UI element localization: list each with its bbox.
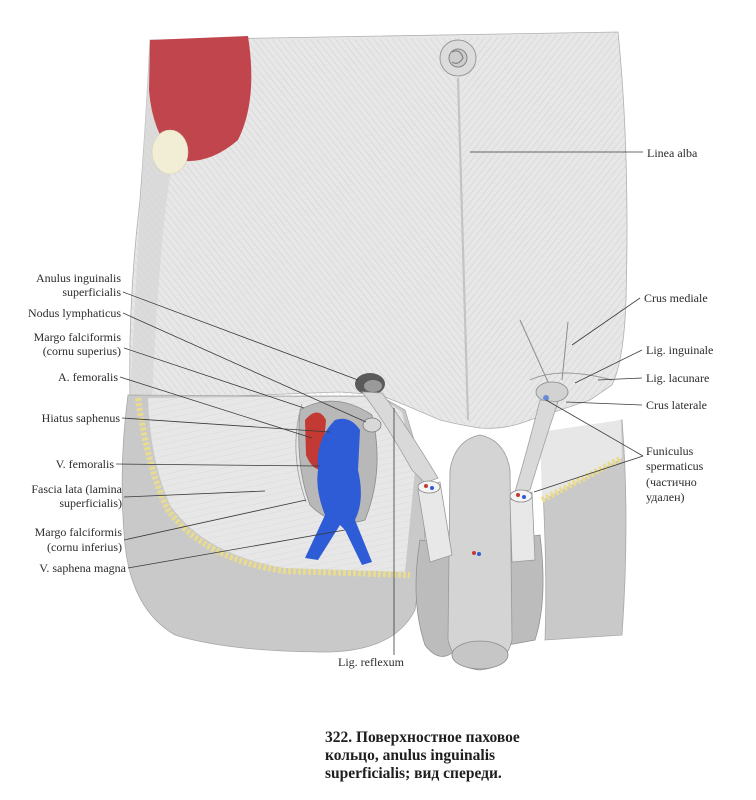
leader-funiculus-lower	[533, 455, 644, 493]
label-fascia-lata-line1: Fascia lata (lamina	[31, 482, 122, 496]
label-margo-falciformis-superius-line1: Margo falciformis	[34, 330, 122, 344]
right-inguinal-ring	[535, 381, 569, 403]
femoral-vein	[305, 418, 372, 565]
scrotum-right	[507, 534, 544, 646]
spermatic-cord-left-upper	[361, 391, 439, 484]
label-margo-falciformis-superius-line2: (cornu superius)	[43, 344, 121, 358]
abdominal-wall	[129, 31, 628, 429]
caption-line2: кольцо, anulus inguinalis	[325, 747, 495, 764]
label-funiculus-line1: Funiculus	[646, 444, 694, 458]
leader-crus-laterale	[565, 401, 643, 406]
label-margo-falciformis-inferius-line2: (cornu inferius)	[47, 540, 122, 554]
caption-line1: 322. Поверхностное паховое	[325, 729, 520, 746]
label-lig-lacunare: Lig. lacunare	[646, 371, 709, 385]
inguinal-ligament-curve	[529, 372, 613, 381]
labels-left: Anulus inguinalis superficialis Nodus ly…	[28, 271, 127, 575]
label-crus-laterale: Crus laterale	[646, 398, 707, 412]
leader-lines	[115, 151, 644, 655]
inguinal-crura	[519, 319, 613, 403]
ring-inner	[364, 380, 382, 392]
cord-left-cut-end	[417, 480, 441, 494]
crus-lateral-fiber	[561, 321, 569, 381]
label-lig-inguinale: Lig. inguinale	[646, 343, 713, 357]
label-lig-reflexum: Lig. reflexum	[338, 655, 405, 669]
leader-v-femoralis	[115, 463, 321, 467]
leader-margo-falciformis-superius	[123, 347, 305, 409]
external-oblique-muscle	[149, 36, 252, 162]
spermatic-cord-right-upper	[514, 399, 559, 493]
spermatic-cord-right-cut	[509, 491, 536, 563]
label-anulus-inguinalis-line2: superficialis	[62, 285, 121, 299]
fat-border-right	[540, 455, 624, 503]
muscle-tendon	[151, 129, 189, 175]
leader-lig-lacunare	[597, 377, 643, 381]
leader-funiculus-upper	[545, 399, 644, 457]
cord-right-cut-end	[509, 489, 533, 503]
leader-a-femoralis	[119, 376, 313, 439]
glans	[451, 640, 509, 670]
cord-left-vein	[430, 486, 434, 490]
right-thigh	[539, 419, 627, 641]
left-thigh	[121, 373, 426, 653]
label-v-femoralis: V. femoralis	[56, 457, 115, 471]
label-hiatus-saphenus: Hiatus saphenus	[42, 411, 121, 425]
crus-mediale-fiber	[519, 319, 549, 383]
linea-alba-line	[456, 77, 470, 421]
cord-right-artery	[516, 493, 520, 497]
leader-crus-mediale	[571, 297, 641, 346]
caption-line3: superficialis; вид спереди.	[325, 765, 502, 782]
label-margo-falciformis-inferius-line1: Margo falciformis	[35, 525, 123, 539]
leader-anulus-inguinalis	[122, 291, 359, 381]
external-genitalia	[361, 391, 559, 671]
fat-border-left	[135, 397, 411, 578]
umbilicus-fold	[451, 50, 464, 64]
leader-nodus-lymphaticus	[122, 312, 367, 423]
abdomen-fibers-right	[458, 32, 627, 429]
label-anulus-inguinalis-line1: Anulus inguinalis	[36, 271, 121, 285]
leader-v-saphena-magna	[127, 529, 346, 569]
figure-caption: 322. Поверхностное паховое кольцо, anulu…	[325, 729, 520, 782]
label-funiculus-line4: удален)	[646, 490, 685, 504]
label-a-femoralis: A. femoralis	[58, 370, 118, 384]
labels-right: Linea alba Crus mediale Lig. inguinale L…	[338, 146, 713, 669]
fascia-lata-right	[540, 420, 622, 500]
midline-vessel-blue	[477, 552, 481, 556]
label-linea-alba: Linea alba	[647, 146, 698, 160]
leader-fascia-lata	[123, 490, 266, 498]
label-funiculus-line3: (частично	[646, 475, 697, 489]
leader-lig-inguinale	[574, 349, 643, 384]
midline-vessel-red	[472, 551, 476, 555]
label-funiculus-line2: spermaticus	[646, 459, 704, 473]
label-crus-mediale: Crus mediale	[644, 291, 708, 305]
scrotum-left	[415, 539, 457, 657]
umbilicus-inner	[448, 48, 468, 68]
label-nodus-lymphaticus: Nodus lymphaticus	[28, 306, 121, 320]
leader-margo-falciformis-inferius	[123, 499, 307, 541]
leader-hiatus-saphenus	[121, 417, 331, 433]
label-fascia-lata-line2: superficialis)	[59, 496, 122, 510]
right-cord-vessel	[543, 395, 549, 401]
cord-left-artery	[424, 484, 428, 488]
lymph-node	[362, 417, 382, 433]
margo-falciformis-edge	[295, 403, 307, 503]
cord-right-vein	[522, 495, 526, 499]
label-v-saphena-magna: V. saphena magna	[39, 561, 126, 575]
